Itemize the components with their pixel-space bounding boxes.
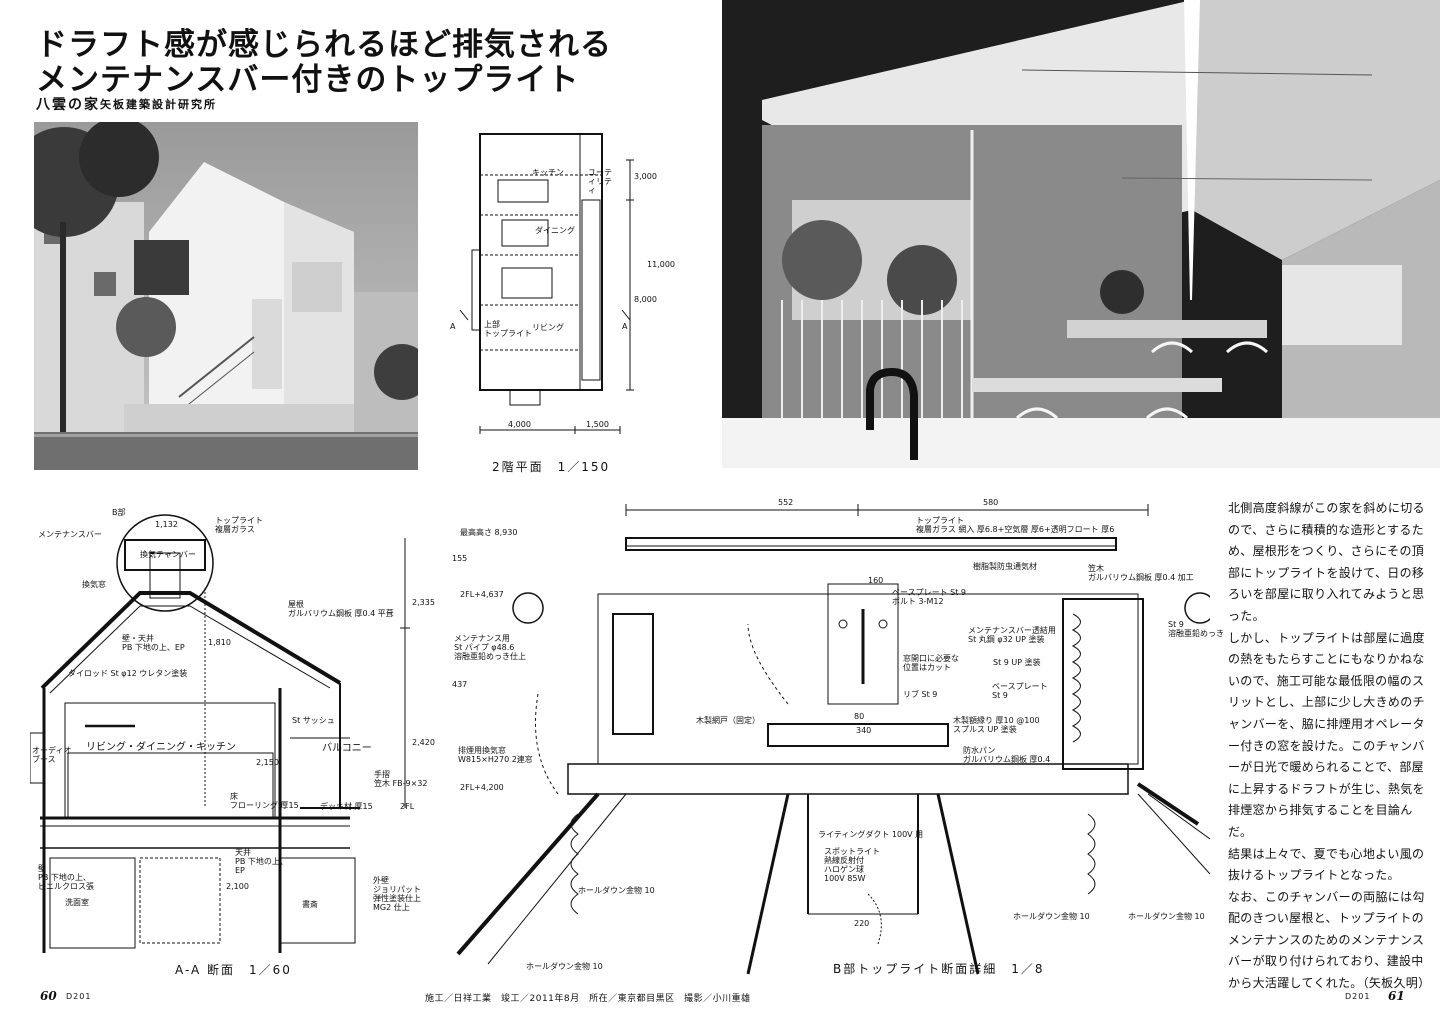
plan-dim-11000: 11,000	[647, 260, 675, 269]
detail-label-holddown-1: ホールダウン金物 10	[578, 886, 655, 895]
aa-label-st-sash: St サッシュ	[292, 716, 335, 725]
plan-dim-3000: 3,000	[634, 172, 657, 181]
section-aa-caption: A-A 断面 1／60	[175, 963, 292, 977]
aa-label-vent: 換気窓	[82, 580, 106, 589]
aa-label-exterior-wall: 外壁 ジョリパット 弾性塗装仕上 MG2 仕上	[373, 876, 421, 912]
detail-dim-340: 340	[856, 726, 872, 735]
aa-label-ceiling: 天井 PB 下地の上、 EP	[235, 848, 288, 875]
page-code-left: D201	[66, 992, 92, 1001]
detail-label-skid: 木製額縁り 厚10 @100 スプルス UP 塗装	[953, 716, 1040, 734]
plan-room-utility: ユーティリティ	[588, 168, 612, 195]
plan-room-dining: ダイニング	[535, 226, 575, 235]
interior-photo	[722, 0, 1440, 468]
page-code-right: D201	[1345, 992, 1371, 1001]
section-aa-drawing: B部 メンテナンスバー トップライト 複層ガラス 換気チャンバー 1,132 換…	[29, 508, 435, 977]
detail-label-window: 排煙用換気窓 W815×H270 2連窓	[458, 746, 533, 764]
plan-section-mark-right: A	[622, 322, 628, 331]
article-title-line-1: ドラフト感が感じられるほど排気される	[36, 27, 612, 63]
detail-label-holddown-3: ホールダウン金物 10	[1013, 912, 1090, 921]
aa-dim-1810: 1,810	[208, 638, 231, 647]
aa-label-handrail: 手摺 笠木 FB-9×32	[374, 770, 428, 788]
detail-label-cut: 窓開口に必要な 位置はカット	[903, 654, 959, 672]
aa-dim-2100: 2,100	[226, 882, 249, 891]
plan-room-living: リビング	[532, 323, 564, 332]
aa-room-storage: 書斎	[302, 900, 318, 909]
detail-caption: B部トップライト断面詳細 1／8	[833, 962, 1045, 976]
article-body: 北側高度斜線がこの家を斜めに切るので、さらに積積的な造形とするため、屋根形をつく…	[1228, 498, 1430, 995]
detail-dim-437: 437	[452, 680, 468, 689]
aa-label-wall-ceiling: 壁・天井 PB 下地の上、EP	[122, 634, 185, 652]
detail-label-duct: ライティングダクト 100V 用	[818, 830, 924, 839]
aa-label-ldk: リビング・ダイニング・キッチン	[86, 742, 236, 753]
detail-dim-155: 155	[452, 554, 468, 563]
plan-dim-8000: 8,000	[634, 295, 657, 304]
plan-toplight-note: 上部 トップライト	[484, 320, 532, 338]
detail-label-rib: リブ St 9	[903, 690, 938, 699]
aa-label-chamber: 換気チャンバー	[140, 550, 196, 559]
plan-dim-1500: 1,500	[586, 420, 609, 429]
detail-label-holddown-2: ホールダウン金物 10	[526, 962, 603, 971]
detail-label-st9-up: St 9 UP 塗装	[993, 658, 1041, 667]
aa-label-deck: デッキ材 厚15	[320, 802, 373, 811]
exterior-photo	[34, 122, 418, 470]
aa-label-maintenance-bar: メンテナンスバー	[38, 530, 102, 539]
aa-label-roof: 屋根 ガルバリウム鋼板 厚0.4 平葺	[288, 600, 394, 618]
aa-dim-2335: 2,335	[412, 598, 435, 607]
page-number-left: 60	[40, 989, 57, 1003]
aa-label-2fl: 2FL	[400, 802, 415, 811]
detail-dim-160: 160	[868, 576, 884, 585]
detail-label-cap: 笠木 ガルバリウム鋼板 厚0.4 加工	[1088, 564, 1194, 582]
aa-label-tie-rod: タイロッド St φ12 ウレタン塗装	[68, 669, 188, 678]
detail-label-holddown-4: ホールダウン金物 10	[1128, 912, 1205, 921]
detail-dim-580: 580	[983, 498, 999, 507]
detail-label-2fl-4637: 2FL+4,637	[460, 590, 504, 599]
body-paragraph-2: しかし、トップライトは部屋に過度の熱をもたらすことにもなりかねないので、施工可能…	[1228, 630, 1425, 839]
detail-dim-80: 80	[854, 712, 865, 721]
page-number-right: 61	[1388, 989, 1405, 1003]
detail-label-pipe: メンテナンス用 St パイプ φ48.6 溶融亜鉛めっき仕上	[454, 634, 526, 661]
detail-label-mbar: メンテナンスバー透結用 St 丸鋼 φ32 UP 塗装	[968, 626, 1056, 644]
body-paragraph-1: 北側高度斜線がこの家を斜めに切るので、さらに積積的な造形とするため、屋根形をつく…	[1228, 501, 1425, 623]
aa-dim-1132: 1,132	[155, 520, 178, 529]
detail-b-drawing: 552 580 トップライト 複層ガラス 網入 厚6.8+空気層 厚6+透明フロ…	[448, 494, 1224, 984]
detail-label-st9-galv: St 9 溶融亜鉛めっき	[1168, 620, 1224, 638]
project-name: 八雲の家	[36, 97, 100, 113]
detail-label-2fl-4200: 2FL+4,200	[460, 783, 504, 792]
detail-label-toplight: トップライト 複層ガラス 網入 厚6.8+空気層 厚6+透明フロート 厚6	[916, 516, 1115, 534]
aa-label-floor: 床 フローリング 厚15	[230, 792, 299, 810]
floor-plan: キッチン ユーティリティ ダイニング 上部 トップライト リビング 4,000 …	[440, 120, 675, 474]
detail-label-spotlight: スポットライト 熱線反射付 ハロゲン球 100V 85W	[824, 847, 880, 883]
aa-label-b-part: B部	[112, 508, 126, 517]
plan-caption: 2階平面 1／150	[492, 460, 611, 474]
architect-name: 矢板建築設計研究所	[100, 98, 217, 111]
detail-label-base-plate: ベースプレート St 9 ボルト 3-M12	[892, 588, 966, 606]
aa-room-wash: 洗面室	[65, 898, 89, 907]
article-title-line-2: メンテナンスバー付きのトップライト	[36, 62, 580, 98]
detail-dim-552: 552	[778, 498, 794, 507]
aa-label-wall-lower: 壁 PB 下地の上、 ビニルクロス張	[38, 864, 94, 891]
body-paragraph-3: 結果は上々で、夏でも心地よい風の抜けるトップライトとなった。	[1228, 846, 1425, 883]
detail-label-max-height: 最高高さ 8,930	[460, 528, 518, 537]
aa-label-audio-booth: オーディオ ブース	[32, 746, 72, 764]
detail-label-resin-vent: 樹脂製防虫通気材	[973, 562, 1037, 571]
aa-dim-2150: 2,150	[256, 758, 279, 767]
aa-label-balcony: バルコニー	[322, 743, 372, 754]
photo-credits: 施工／日祥工業 竣工／2011年8月 所在／東京都目黒区 撮影／小川重雄	[425, 994, 751, 1004]
detail-label-screen: 木製網戸（固定）	[696, 716, 760, 725]
aa-dim-2420: 2,420	[412, 738, 435, 747]
detail-label-base-plate-2: ベースプレート St 9	[992, 682, 1048, 700]
detail-dim-220: 220	[854, 919, 870, 928]
body-paragraph-4: なお、このチャンバーの両脇には勾配のきつい屋根と、トップライトのメンテナンスのた…	[1228, 889, 1431, 991]
plan-section-mark-left: A	[450, 322, 456, 331]
plan-room-kitchen: キッチン	[532, 168, 564, 177]
detail-label-drain-pan: 防水パン ガルバリウム鋼板 厚0.4	[963, 746, 1051, 764]
aa-label-toplight: トップライト 複層ガラス	[215, 516, 263, 534]
plan-dim-4000: 4,000	[508, 420, 531, 429]
